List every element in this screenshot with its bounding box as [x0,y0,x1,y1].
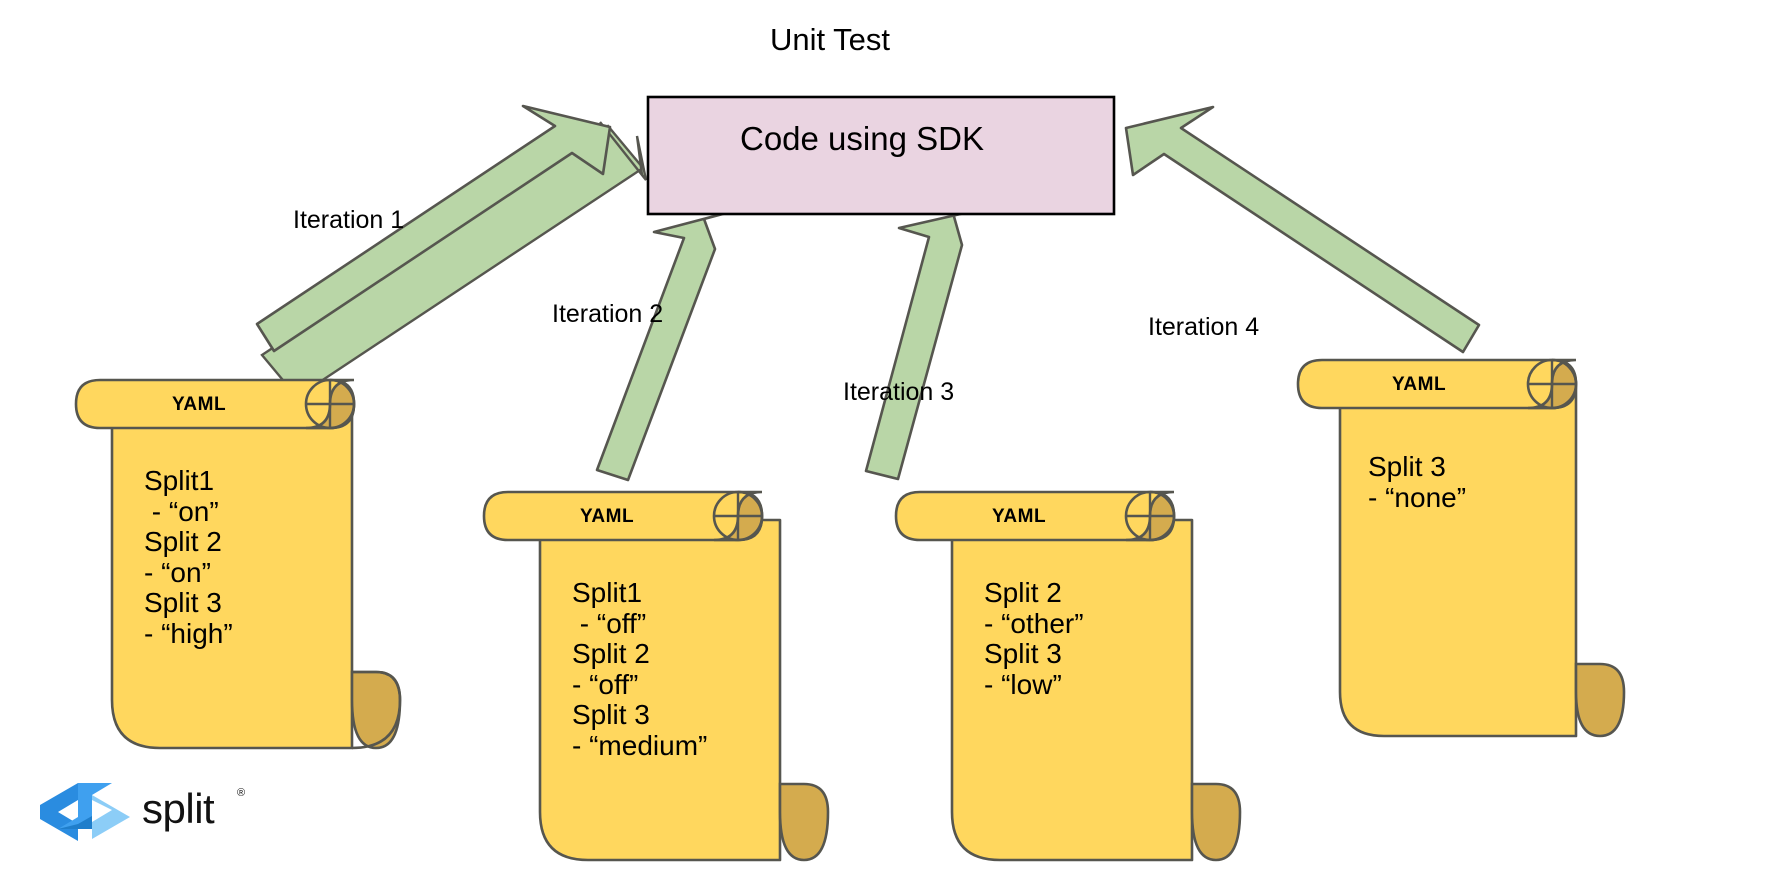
yaml-line: Split 2 [572,638,650,669]
yaml-line: Split 3 [984,638,1062,669]
yaml-line: Split1 [144,465,215,496]
arrow-label-iteration-1: Iteration 1 [293,206,405,234]
yaml-line: Split 2 [144,526,222,557]
page-title: Unit Test [770,22,891,57]
yaml-document-1 [74,378,402,750]
yaml-line: - “on” [144,556,211,588]
yaml-document-3 [894,490,1242,862]
split-logo-icon [40,783,130,841]
yaml-document-4-content: Split 3- “none” [1368,451,1467,513]
arrow-iteration-3-shape [864,203,1002,481]
yaml-line: Split 3 [572,699,650,730]
yaml-line: - “off” [572,668,639,700]
yaml-line: - “high” [144,617,233,649]
yaml-header-label-4: YAML [1392,374,1447,395]
arrow-iteration-4-shape [1124,105,1481,354]
yaml-document-1-content: Split1 - “on”Split 2- “on”Split 3- “high… [144,465,233,649]
yaml-header-label-3: YAML [992,506,1047,527]
yaml-line: - “low” [984,668,1062,700]
yaml-line: - “medium” [572,729,708,761]
yaml-document-2-content: Split1 - “off”Split 2- “off”Split 3- “me… [572,577,708,761]
yaml-line: - “off” [572,607,647,639]
yaml-line: Split1 [572,577,643,608]
split-logo-wordmark: split [142,785,215,832]
yaml-line: Split 3 [144,587,222,618]
central-box-label: Code using SDK [740,120,984,157]
arrow-iteration-2-shape [595,205,751,482]
yaml-document-4 [1296,358,1626,738]
arrow-iteration-1-shape [255,104,612,353]
yaml-header-label-2: YAML [580,506,635,527]
yaml-document-2 [482,490,830,862]
yaml-line: - “none” [1368,481,1467,513]
yaml-line: Split 2 [984,577,1062,608]
yaml-line: - “other” [984,607,1084,639]
yaml-document-3-content: Split 2- “other”Split 3- “low” [984,577,1084,700]
yaml-line: - “on” [144,495,219,527]
arrow-label-iteration-3: Iteration 3 [843,378,955,406]
central-box [646,95,1116,216]
yaml-header-label-1: YAML [172,394,227,415]
arrow-label-iteration-4: Iteration 4 [1148,313,1260,341]
arrow-label-iteration-2: Iteration 2 [552,300,664,328]
split-logo-trademark: ® [237,787,246,799]
yaml-line: Split 3 [1368,451,1446,482]
